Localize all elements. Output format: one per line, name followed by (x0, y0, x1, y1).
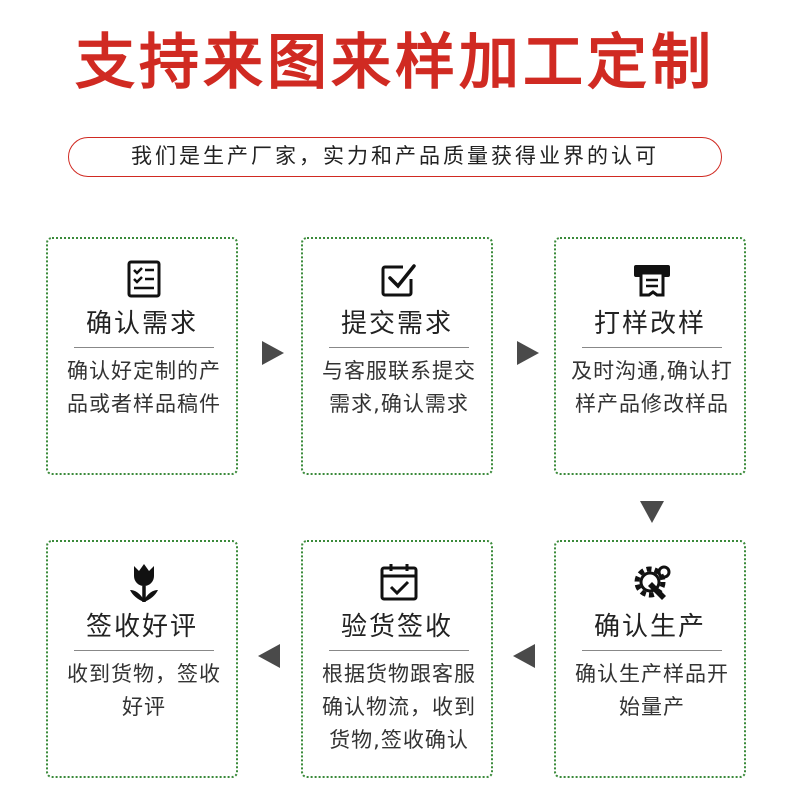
step-title: 签收好评 (85, 612, 198, 642)
arrow-down-icon (640, 501, 664, 523)
divider (74, 650, 214, 651)
arrow-right-icon (262, 341, 284, 365)
step-title: 提交需求 (340, 309, 453, 339)
step-desc: 根据货物跟客服确认物流，收到货物,签收确认 (322, 662, 476, 752)
arrow-right-icon (517, 341, 539, 365)
step-card-inspect-receive: 验货签收 根据货物跟客服确认物流，收到货物,签收确认 (301, 540, 493, 778)
step-title: 打样改样 (593, 309, 706, 339)
tulip-icon (122, 560, 166, 604)
step-desc: 收到货物，签收好评 (67, 662, 221, 719)
divider (329, 650, 469, 651)
divider (329, 347, 469, 348)
printer-icon (630, 257, 674, 301)
gear-wrench-icon (630, 560, 674, 604)
checklist-icon (122, 257, 166, 301)
calendar-check-icon (377, 560, 421, 604)
checkbox-icon (377, 257, 421, 301)
step-card-confirm-production: 确认生产 确认生产样品开始量产 (554, 540, 746, 778)
step-card-confirm-requirements: 确认需求 确认好定制的产品或者样品稿件 (46, 237, 238, 475)
divider (582, 650, 722, 651)
arrow-left-icon (513, 644, 535, 668)
divider (582, 347, 722, 348)
step-desc: 确认生产样品开始量产 (575, 662, 729, 719)
step-card-sample-making: 打样改样 及时沟通,确认打样产品修改样品 (554, 237, 746, 475)
step-desc: 与客服联系提交需求,确认需求 (322, 359, 476, 416)
subtitle-banner: 我们是生产厂家，实力和产品质量获得业界的认可 (68, 137, 722, 177)
step-desc: 及时沟通,确认打样产品修改样品 (571, 359, 733, 416)
step-desc: 确认好定制的产品或者样品稿件 (67, 359, 221, 416)
step-card-submit-requirements: 提交需求 与客服联系提交需求,确认需求 (301, 237, 493, 475)
arrow-left-icon (258, 644, 280, 668)
divider (74, 347, 214, 348)
page-title: 支持来图来样加工定制 (75, 28, 715, 98)
step-title: 确认生产 (593, 612, 706, 642)
step-card-signoff-review: 签收好评 收到货物，签收好评 (46, 540, 238, 778)
step-title: 验货签收 (340, 612, 453, 642)
step-title: 确认需求 (85, 309, 198, 339)
